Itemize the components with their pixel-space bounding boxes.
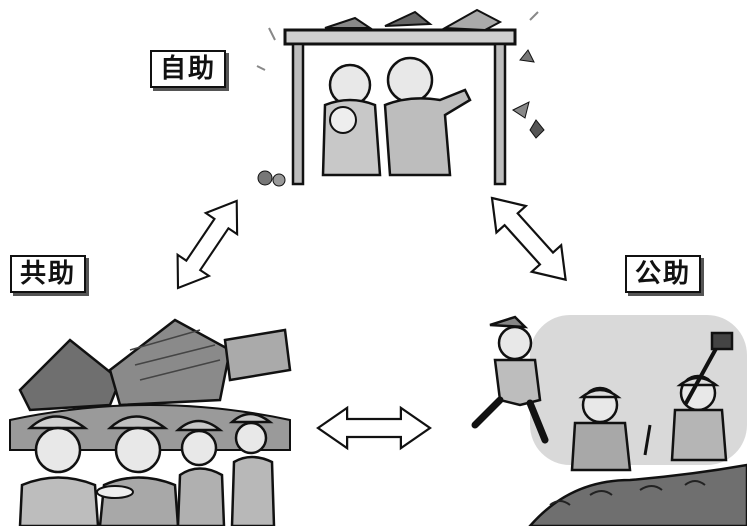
family-under-table-earthquake-icon <box>256 8 545 187</box>
public-help-label: 公助 <box>625 255 702 293</box>
rescue-workers-icon <box>471 315 747 526</box>
self-help-label: 自助 <box>150 50 227 88</box>
arrow-mutual-public <box>316 406 432 450</box>
neighbors-helping-collapsed-houses-icon <box>9 318 292 526</box>
arrow-self-public <box>476 183 582 295</box>
mutual-help-label: 共助 <box>10 255 87 293</box>
arrow-self-mutual <box>161 189 254 300</box>
